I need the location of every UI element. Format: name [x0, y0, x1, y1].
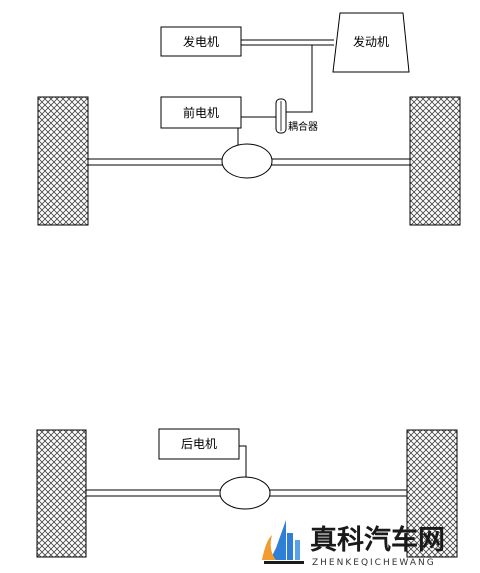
- generator-label: 发电机: [183, 34, 219, 49]
- engine-coupler-link: [286, 45, 313, 113]
- watermark-cn-text: 真科汽车网: [310, 524, 445, 556]
- watermark-en-text: ZHENKEQICHEWANG: [312, 558, 436, 568]
- front-differential: [221, 143, 273, 179]
- front-axle-assembly: 发电机 发动机 前电机 耦合器: [37, 12, 461, 226]
- front-motor-box: [160, 96, 242, 129]
- rear-axle-assembly: 后电机: [36, 428, 458, 558]
- rear-motor-label: 后电机: [181, 437, 217, 451]
- watermark: 真科汽车网 ZHENKEQICHEWANG: [262, 520, 445, 568]
- rear-motor-drive-link: [239, 445, 247, 477]
- front-left-wheel: [37, 96, 89, 226]
- rear-right-wheel: [406, 429, 458, 558]
- engine-label: 发动机: [353, 34, 389, 49]
- watermark-logo: [262, 520, 304, 564]
- engine-shape: [332, 12, 410, 73]
- front-motor-label: 前电机: [183, 105, 219, 120]
- coupler-label: 耦合器: [288, 120, 318, 133]
- rear-motor-box: [158, 428, 240, 460]
- rear-differential: [219, 476, 271, 510]
- generator-engine-shaft: [241, 39, 334, 46]
- generator-box: [160, 26, 242, 57]
- front-right-wheel: [409, 96, 461, 226]
- rear-left-wheel: [36, 429, 87, 558]
